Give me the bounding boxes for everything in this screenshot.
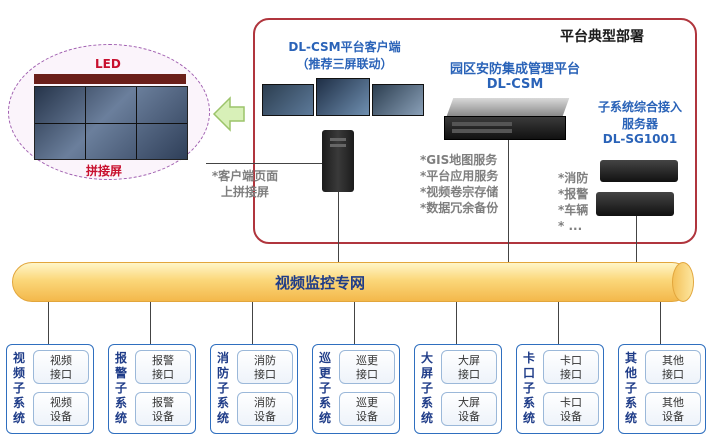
- client-subtitle: （推荐三屏联动）: [296, 57, 393, 71]
- sg-feature-item: *车辆: [558, 203, 589, 217]
- subsystem-name: 报警子系统: [115, 351, 128, 425]
- client-connector: [338, 192, 339, 262]
- subsystem-big-screen: 大屏子系统 大屏 接口 大屏 设备: [414, 344, 502, 434]
- client-to-wall-line: [206, 163, 322, 164]
- subsystem-interface: 卡口 接口: [543, 350, 599, 384]
- sg-title: 子系统综合接入: [597, 100, 682, 114]
- subsystem-device: 视频 设备: [33, 392, 89, 426]
- subsystem-name: 卡口子系统: [523, 351, 536, 425]
- subsystem-interface: 其他 接口: [645, 350, 701, 384]
- subsystem-interface: 大屏 接口: [441, 350, 497, 384]
- csm-feature-item: *数据冗余备份: [420, 201, 499, 215]
- subsystem-name: 大屏子系统: [421, 351, 434, 425]
- subsystem-connector: [456, 302, 457, 344]
- client-page-note-line: *客户端页面: [211, 169, 279, 183]
- led-label: LED: [95, 57, 121, 71]
- subsystem-interface: 巡更 接口: [339, 350, 395, 384]
- subsystem-interface: 视频 接口: [33, 350, 89, 384]
- subsystem-name: 巡更子系统: [319, 351, 332, 425]
- csm-rack-server-icon: [444, 98, 570, 140]
- platform-title: 平台典型部署: [560, 29, 644, 45]
- sg-subtitle: 服务器: [621, 117, 658, 131]
- csm-feature-item: *平台应用服务: [420, 169, 499, 183]
- subsystem-connector: [558, 302, 559, 344]
- subsystem-alarm: 报警子系统 报警 接口 报警 设备: [108, 344, 196, 434]
- sg-connector: [636, 216, 637, 262]
- subsystem-patrol: 巡更子系统 巡更 接口 巡更 设备: [312, 344, 400, 434]
- led-strip: [34, 74, 186, 84]
- subsystem-checkpoint: 卡口子系统 卡口 接口 卡口 设备: [516, 344, 604, 434]
- subsystem-other: 其他子系统 其他 接口 其他 设备: [618, 344, 706, 434]
- subsystem-name: 其他子系统: [625, 351, 638, 425]
- csm-connector: [508, 140, 509, 262]
- sg-feature-item: *报警: [558, 187, 589, 201]
- subsystem-connector: [252, 302, 253, 344]
- subsystem-device: 其他 设备: [645, 392, 701, 426]
- arrow-left-icon: [212, 96, 245, 132]
- sg-feature-item: *消防: [558, 171, 589, 185]
- subsystem-connector: [150, 302, 151, 344]
- network-label: 视频监控专网: [275, 274, 366, 292]
- video-wall-icon: [34, 86, 188, 160]
- subsystem-device: 报警 设备: [135, 392, 191, 426]
- client-title: DL-CSM平台客户端: [288, 40, 401, 54]
- subsystem-connector: [354, 302, 355, 344]
- subsystem-device: 巡更 设备: [339, 392, 395, 426]
- subsystem-name: 消防子系统: [217, 351, 230, 425]
- csm-model: DL-CSM: [486, 77, 544, 92]
- subsystem-video: 视频子系统 视频 接口 视频 设备: [6, 344, 94, 434]
- csm-feature-item: *GIS地图服务: [420, 153, 498, 167]
- csm-feature-item: *视频卷宗存储: [420, 185, 499, 199]
- pipe-end-cap: [672, 262, 694, 302]
- subsystem-name: 视频子系统: [13, 351, 26, 425]
- csm-title: 园区安防集成管理平台: [449, 62, 580, 77]
- subsystem-connector: [48, 302, 49, 344]
- client-page-note: *客户端页面 上拼接屏: [205, 168, 285, 200]
- csm-feature-list: *GIS地图服务 *平台应用服务 *视频卷宗存储 *数据冗余备份: [420, 152, 498, 216]
- sg-feature-item: * ...: [558, 219, 583, 233]
- subsystem-device: 消防 设备: [237, 392, 293, 426]
- video-wall-label: 拼接屏: [86, 164, 123, 178]
- subsystem-device: 大屏 设备: [441, 392, 497, 426]
- subsystem-fire: 消防子系统 消防 接口 消防 设备: [210, 344, 298, 434]
- subsystem-interface: 报警 接口: [135, 350, 191, 384]
- sg-server-icon: [594, 160, 680, 224]
- video-network-pipe: [12, 262, 692, 302]
- sg-model: DL-SG1001: [602, 132, 678, 146]
- platform-deployment-frame: [253, 18, 697, 244]
- client-workstation-icon: [322, 130, 354, 192]
- client-page-note-line: 上拼接屏: [220, 185, 269, 199]
- subsystem-connector: [660, 302, 661, 344]
- three-screen-monitors: [262, 78, 424, 118]
- subsystem-device: 卡口 设备: [543, 392, 599, 426]
- subsystem-interface: 消防 接口: [237, 350, 293, 384]
- sg-feature-list: *消防 *报警 *车辆 * ...: [558, 170, 588, 234]
